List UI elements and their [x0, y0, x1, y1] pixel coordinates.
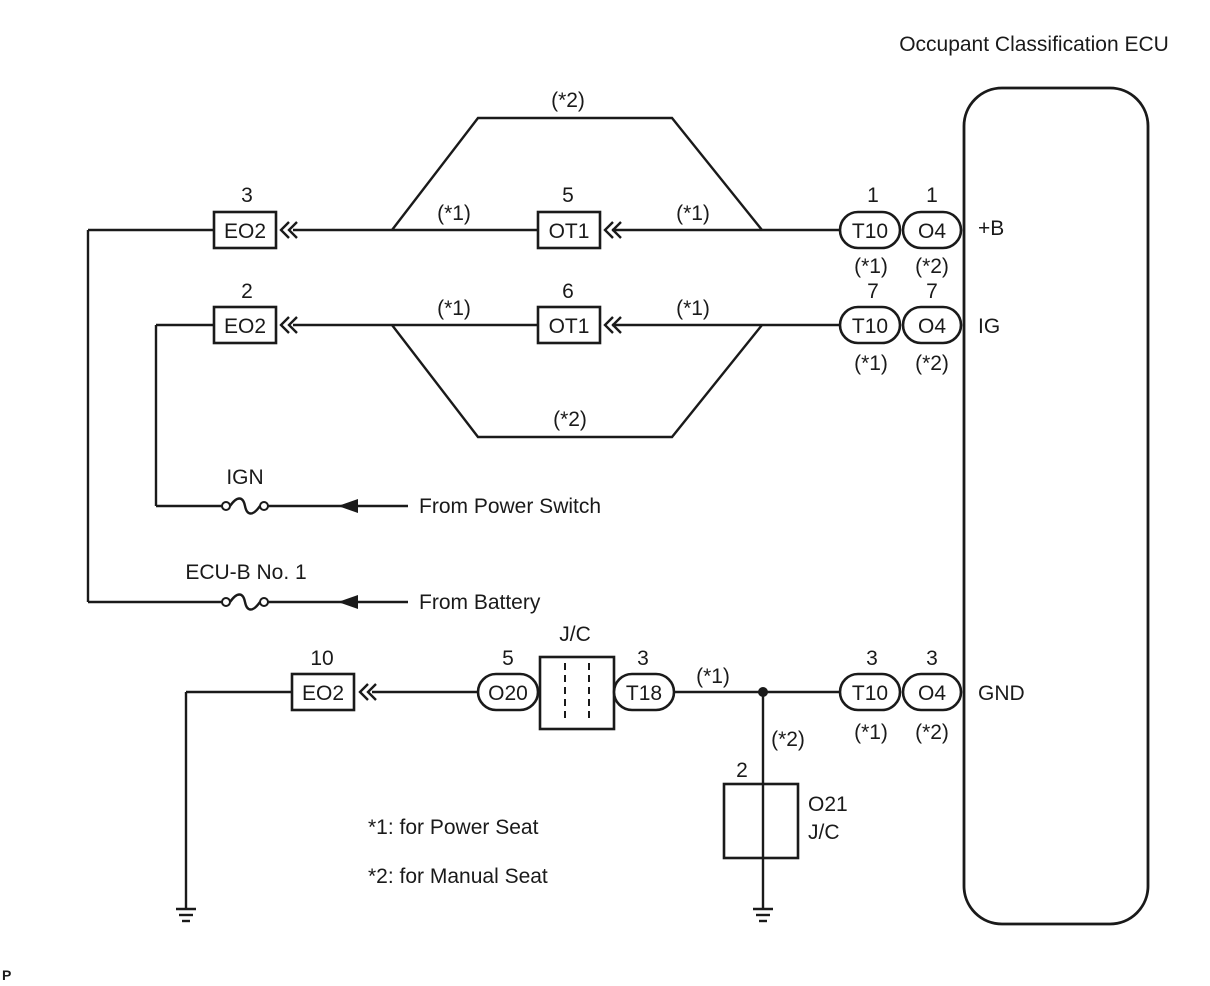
pin-o4-top: 1 — [926, 184, 938, 207]
connector-t10-mid — [838, 305, 902, 345]
connector-t18-label: T18 — [626, 682, 662, 705]
connector-o4-gnd — [901, 672, 963, 712]
circuit-gnd: EO2 10 O20 5 J/C T18 3 (*1) (*2) 2 O21 J… — [176, 623, 1025, 923]
connector-o21-jc-label: J/C — [808, 821, 840, 844]
variant-label-manual-bottom: (*2) — [553, 408, 587, 431]
variant-label-t10-mid: (*1) — [854, 352, 888, 375]
note-power-seat: *1: for Power Seat — [368, 816, 539, 839]
connector-eo2-top — [212, 210, 278, 250]
junction-connector-o21 — [722, 782, 800, 860]
pin-eo2-gnd: 10 — [310, 647, 333, 670]
variant-label-power-gnd: (*1) — [696, 665, 730, 688]
pin-ot1-mid: 6 — [562, 280, 574, 303]
connector-eo2-gnd — [290, 672, 356, 712]
junction-connector-jc — [538, 655, 616, 731]
connector-t10-gnd — [838, 672, 902, 712]
connector-eo2-mid — [212, 305, 278, 345]
variant-label-o4-top: (*2) — [915, 255, 949, 278]
connector-o4-top — [901, 210, 963, 250]
variant-label-t10-gnd: (*1) — [854, 721, 888, 744]
pin-o4-gnd: 3 — [926, 647, 938, 670]
pin-t18: 3 — [637, 647, 649, 670]
connector-t10-mid-label: T10 — [852, 315, 888, 338]
connector-eo2-gnd-label: EO2 — [302, 682, 344, 705]
pin-o20: 5 — [502, 647, 514, 670]
ground-symbol-left — [176, 907, 196, 923]
connector-eo2-top-label: EO2 — [224, 220, 266, 243]
circuit-ig: EO2 2 OT1 6 (*1) (*1) (*2) T10 O4 7 7 (*… — [154, 280, 1000, 515]
pin-o4-mid: 7 — [926, 280, 938, 303]
connector-t10-gnd-label: T10 — [852, 682, 888, 705]
source-power-switch: From Power Switch — [419, 495, 601, 518]
connector-o4-mid — [901, 305, 963, 345]
pin-label-ig: IG — [978, 315, 1000, 338]
variant-label-manual-top: (*2) — [551, 89, 585, 112]
connector-o4-top-label: O4 — [918, 220, 946, 243]
connector-eo2-mid-label: EO2 — [224, 315, 266, 338]
connector-o20 — [476, 672, 540, 712]
fuse-ign-symbol — [221, 501, 231, 511]
variant-label-power-mid-left: (*1) — [437, 297, 471, 320]
pin-label-gnd: GND — [978, 682, 1025, 705]
fuse-ecu-b-symbol — [221, 597, 231, 607]
connector-t10-top-label: T10 — [852, 220, 888, 243]
fuse-ign-label: IGN — [226, 466, 263, 489]
connector-ot1-mid-label: OT1 — [549, 315, 590, 338]
pin-ot1-top: 5 — [562, 184, 574, 207]
pin-o21: 2 — [736, 759, 748, 782]
ecu-body — [962, 86, 1150, 926]
connector-o20-label: O20 — [488, 682, 528, 705]
circuit-plus-b: EO2 3 OT1 5 (*2) (*1) (*1) T10 O4 1 1 (*… — [86, 89, 1004, 611]
ground-symbol-right — [753, 907, 773, 923]
variant-label-power-top-left: (*1) — [437, 202, 471, 225]
pin-label-plus-b: +B — [978, 217, 1004, 240]
source-battery: From Battery — [419, 591, 541, 614]
variant-label-t10-top: (*1) — [854, 255, 888, 278]
variant-label-o4-gnd: (*2) — [915, 721, 949, 744]
note-manual-seat: *2: for Manual Seat — [368, 865, 548, 888]
variant-label-manual-gnd: (*2) — [771, 728, 805, 751]
connector-t10-top — [838, 210, 902, 250]
pin-eo2-top: 3 — [241, 184, 253, 207]
variant-label-o4-mid: (*2) — [915, 352, 949, 375]
connector-ot1-top-label: OT1 — [549, 220, 590, 243]
pin-t10-top: 1 — [867, 184, 879, 207]
variant-label-power-mid-right: (*1) — [676, 297, 710, 320]
junction-connector-jc-label: J/C — [559, 623, 591, 646]
fuse-ecu-b-label: ECU-B No. 1 — [185, 561, 306, 584]
variant-label-power-top-right: (*1) — [676, 202, 710, 225]
pin-eo2-mid: 2 — [241, 280, 253, 303]
footer-mark: P — [2, 967, 11, 983]
connector-ot1-mid — [536, 305, 602, 345]
connector-o4-mid-label: O4 — [918, 315, 946, 338]
pin-t10-gnd: 3 — [866, 647, 878, 670]
pin-t10-mid: 7 — [867, 280, 879, 303]
connector-o4-gnd-label: O4 — [918, 682, 946, 705]
ecu-title: Occupant Classification ECU — [899, 33, 1169, 56]
connector-o21-label: O21 — [808, 793, 848, 816]
connector-ot1-top — [536, 210, 602, 250]
